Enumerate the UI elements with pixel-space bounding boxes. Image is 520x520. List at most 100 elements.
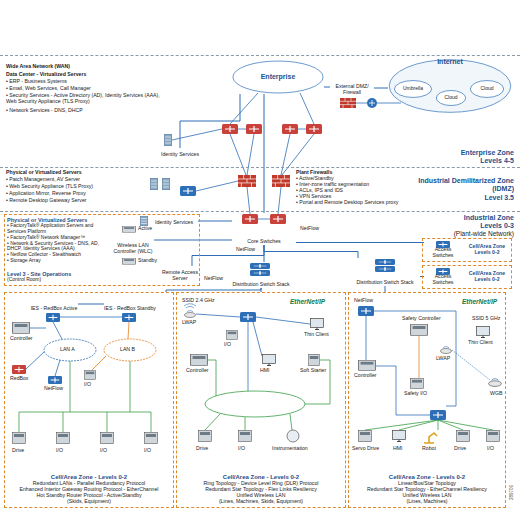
text-label: Controller: [354, 373, 377, 379]
text-label: • Patch Management, AV Server: [6, 177, 80, 183]
switch-icon: [48, 376, 62, 384]
cell-area-zone: Cell/Area Zone - Levels 0-2Redundant LAN…: [4, 292, 174, 508]
network-link: [374, 88, 388, 89]
text-label: • Application Mirror, Reverse Proxy: [6, 191, 86, 197]
core-switch: [242, 214, 258, 224]
cloud-shape: [394, 81, 431, 98]
robot-arm: [424, 433, 437, 443]
drive-icon: [13, 433, 26, 444]
soft-starter: [308, 355, 319, 366]
io-icon: [145, 433, 158, 444]
node-text: Cloud: [444, 95, 457, 101]
text-label: NetFlow: [44, 386, 63, 392]
wlc-icon: [123, 226, 136, 232]
text-label: Drive: [12, 448, 24, 454]
text-label: • Email, Web Services, Call Manager: [6, 86, 91, 92]
controller-icon: [13, 323, 30, 334]
server-icon: [164, 134, 172, 146]
node-text: • Storage Array: [7, 258, 107, 264]
node-text: Enterprise: [261, 73, 296, 81]
cloud-shape: [436, 90, 465, 105]
drive-icon: [199, 431, 212, 442]
link-lines: [26, 317, 122, 376]
node-text: Identity Services: [155, 220, 193, 226]
node-text: (Skids, Equipment): [67, 499, 111, 505]
device-node: Wireless LAN Controller (WLC): [112, 235, 154, 255]
node-heading: Enterprise Zone: [461, 149, 514, 157]
text-label: LWAP: [182, 320, 196, 326]
switch-icon: [240, 312, 256, 322]
text-label: NetFlow: [204, 276, 223, 282]
cell-right-wiring: [365, 311, 493, 430]
network-link: [198, 221, 232, 222]
cell-area-zone: Cell/Area Zone - Levels 0-2Ring Topology…: [176, 292, 346, 508]
network-link: [192, 245, 264, 266]
device-node: IES - RedBox Standby: [104, 296, 156, 312]
node-text: Umbrella: [403, 86, 423, 92]
redbox-switch: [122, 313, 136, 322]
safety-controller: [411, 325, 428, 336]
cloud-shape: [389, 60, 511, 113]
link-lines: [205, 360, 330, 430]
node-text: Internet: [437, 58, 463, 66]
network-cloud: Enterprise: [232, 60, 324, 94]
server-icon: [150, 178, 158, 190]
io-icon: [84, 370, 95, 379]
cell-left-wiring: [19, 317, 156, 432]
node-text: • Network & Security Services - DNS, AD,…: [7, 241, 107, 253]
distribution-switch: [222, 124, 238, 134]
text-label: Safety I/O: [404, 391, 427, 397]
node-text: External DMZ/ Firewall: [330, 84, 374, 96]
node-text: Core Switches: [247, 239, 280, 245]
text-label: Thin Client: [304, 332, 329, 338]
node-heading: Cell/Area Zone Levels 0-2: [465, 244, 509, 256]
distribution-switch: [306, 124, 322, 134]
node-heading: Cell/Area Zone - Levels 0-2: [223, 474, 299, 481]
cloud-shape: [233, 61, 323, 93]
device-node: Core Switches: [232, 213, 296, 245]
node-text: Identity Services: [161, 152, 199, 158]
text-label: Controller: [186, 368, 209, 374]
redbox-icon: [12, 365, 26, 374]
cloud-shape: [470, 81, 503, 98]
distribution-switch: [282, 124, 298, 134]
text-label: I/O: [238, 446, 245, 452]
node-heading: Industrial Zone: [464, 214, 514, 222]
text-label: I/O: [84, 382, 91, 388]
access-point: [441, 347, 452, 354]
network-link: [180, 94, 240, 148]
text-label: LAN A: [60, 347, 75, 353]
switch-icon: [430, 410, 446, 420]
link-lines: [365, 420, 493, 430]
text-label: NetFlow: [354, 298, 373, 304]
switch-icon: [358, 306, 374, 316]
stack-switch: [250, 270, 270, 276]
node-heading: Levels 0-3: [480, 222, 514, 230]
thin-client: [311, 319, 324, 330]
wireless-waves: [184, 304, 196, 308]
node-text: IES - RedBox Standby: [104, 306, 156, 312]
instrument-gauge: [287, 430, 299, 442]
node-text: Remote Access Server: [160, 270, 200, 282]
device-node: Remote Access Server: [160, 266, 200, 282]
node-text: Distribution Switch Stack: [356, 280, 413, 286]
stack-switch: [375, 266, 395, 272]
text-label: Instrumentation: [272, 446, 308, 452]
lan-ring: [104, 339, 156, 361]
network-link: [324, 87, 330, 88]
text-label: Servo Drive: [352, 446, 379, 452]
servo-drive: [359, 431, 372, 442]
network-cloud: Umbrella: [394, 80, 432, 98]
device-node: Distribution Switch Stack: [226, 262, 296, 288]
safety-link: [419, 336, 420, 378]
text-label: Drive: [196, 446, 208, 452]
link-lines: [172, 93, 401, 175]
node-text: Cloud: [480, 86, 493, 92]
access-zone-box: Cell/Area Zone Levels 0-2Access Switches: [422, 238, 512, 262]
thin-client: [477, 327, 490, 338]
text-label: I/O: [56, 448, 63, 454]
link-lines: [366, 311, 456, 415]
network-link: [264, 94, 265, 213]
node-heading: Cell/Area Zone - Levels 0-2: [51, 474, 127, 481]
io-icon: [239, 431, 252, 442]
